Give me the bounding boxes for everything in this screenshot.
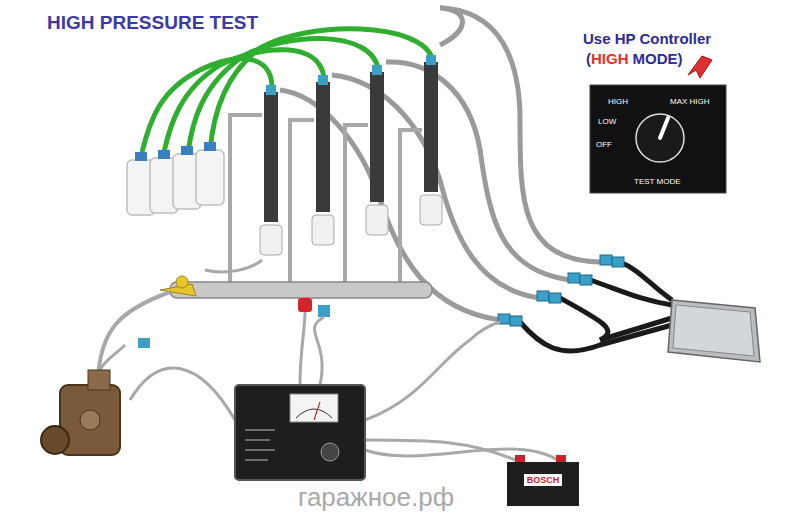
injector-wires	[280, 8, 600, 320]
pressure-sensor	[298, 298, 312, 312]
ecu-harness	[520, 262, 672, 351]
diagram-title: HIGH PRESSURE TEST	[47, 12, 258, 34]
hp-controller-device	[235, 385, 365, 480]
bottle-caps	[135, 142, 216, 161]
pointer-arrow	[688, 56, 712, 78]
mode-highlight: HIGH	[591, 50, 629, 67]
instruction-label: Use HP Controller	[583, 30, 711, 47]
pump-return	[100, 345, 125, 370]
pump-connector	[138, 338, 150, 348]
mode-dial-panel: HIGH MAX HIGH LOW OFF TEST MODE	[590, 85, 726, 193]
collection-bottles	[127, 150, 224, 215]
dial-label: LOW	[598, 117, 616, 126]
watermark: гаражное.рф	[298, 482, 454, 513]
battery: BOSCH	[507, 462, 579, 506]
sensor-connector	[318, 305, 330, 317]
injectors	[260, 55, 442, 255]
battery-brand: BOSCH	[524, 474, 563, 486]
return-line	[205, 260, 262, 272]
panel-caption: TEST MODE	[634, 177, 681, 186]
dial-label: OFF	[596, 140, 612, 149]
common-rail	[170, 282, 432, 298]
mode-dial	[590, 85, 726, 193]
harness-connectors	[498, 255, 624, 326]
dial-label: HIGH	[608, 97, 628, 106]
instruction-paren: (	[586, 50, 591, 67]
ecu-unit	[668, 300, 760, 362]
high-pressure-pump	[41, 370, 120, 455]
valve-knob	[176, 276, 188, 288]
instruction-mode: MODE)	[633, 50, 683, 67]
supply-pipe	[98, 292, 170, 380]
dial-label: MAX HIGH	[670, 97, 710, 106]
